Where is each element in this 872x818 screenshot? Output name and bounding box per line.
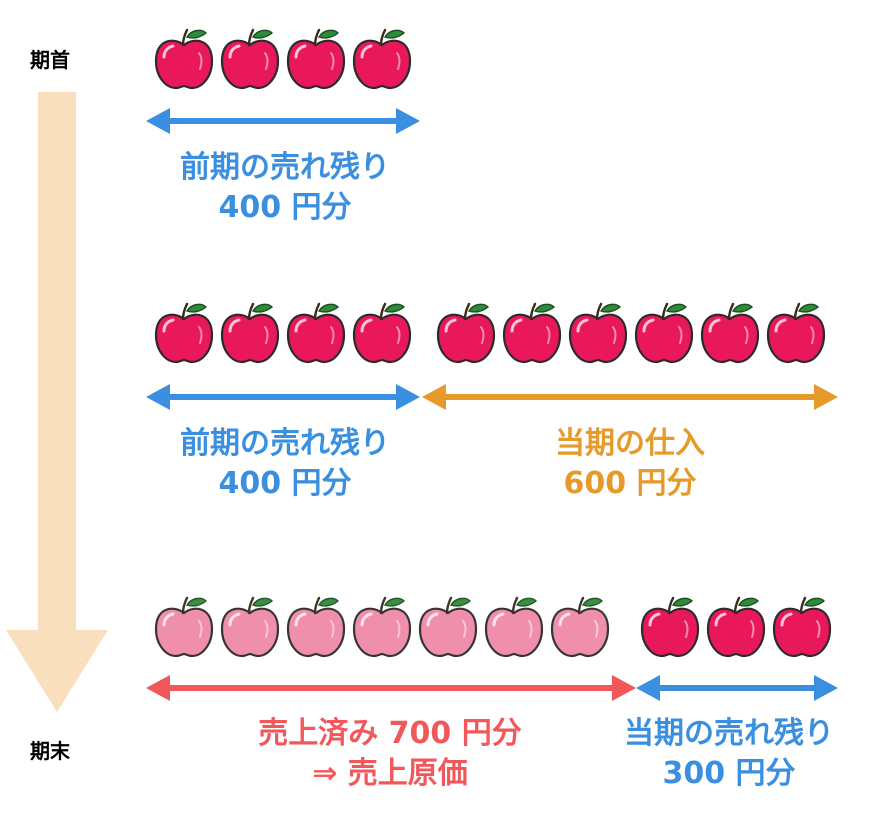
apple-icon (568, 302, 628, 364)
apple-icon (154, 596, 214, 658)
row3-sold-title: 売上済み 700 円分 (258, 716, 522, 751)
apple-icon (220, 28, 280, 90)
row2-prev-stock-amount: 400 円分 (218, 466, 352, 501)
row1-prev-stock-arrow (146, 108, 420, 134)
row1-apples (154, 28, 412, 90)
apple-icon (220, 302, 280, 364)
row3-end-stock-title: 当期の売れ残り (624, 716, 834, 751)
row1-prev-stock-amount: 400 円分 (218, 190, 352, 225)
row3-end-stock-label: 当期の売れ残り 300 円分 (586, 714, 872, 794)
apple-icon (772, 596, 832, 658)
row2-apples (154, 302, 826, 364)
apple-icon (640, 596, 700, 658)
apple-icon (154, 28, 214, 90)
apple-icon (634, 302, 694, 364)
row3-sold-arrow (146, 675, 636, 701)
row2-prev-stock-arrow (146, 384, 420, 410)
row2-purchases-arrow (422, 384, 838, 410)
apple-icon (286, 596, 346, 658)
apple-icon (700, 302, 760, 364)
row2-purchases-label: 当期の仕入 600 円分 (470, 424, 790, 504)
apple-icon (286, 302, 346, 364)
apple-icon (352, 28, 412, 90)
apple-icon (286, 28, 346, 90)
row3-sold-apples (154, 596, 610, 658)
apple-icon (352, 596, 412, 658)
row3-end-stock-amount: 300 円分 (662, 756, 796, 791)
row3-cost-of-sales: ⇒ 売上原価 (312, 756, 468, 791)
row2-purchases-title: 当期の仕入 (555, 426, 705, 461)
apple-icon (418, 596, 478, 658)
row1-prev-stock-title: 前期の売れ残り (180, 150, 390, 185)
apple-icon (436, 302, 496, 364)
row2-prev-stock-title: 前期の売れ残り (180, 426, 390, 461)
row2-prev-stock-label: 前期の売れ残り 400 円分 (130, 424, 440, 504)
timeline-bar (38, 92, 76, 632)
period-end-label: 期末 (30, 739, 70, 763)
row3-sold-label: 売上済み 700 円分 ⇒ 売上原価 (200, 714, 580, 794)
apple-icon (154, 302, 214, 364)
apple-icon (550, 596, 610, 658)
apple-icon (706, 596, 766, 658)
timeline-arrowhead (6, 630, 108, 712)
apple-icon (484, 596, 544, 658)
row3-remaining-apples (640, 596, 832, 658)
apple-icon (502, 302, 562, 364)
period-start-label: 期首 (30, 48, 70, 72)
row3-end-stock-arrow (636, 675, 838, 701)
row1-prev-stock-label: 前期の売れ残り 400 円分 (130, 148, 440, 228)
row2-purchases-amount: 600 円分 (563, 466, 697, 501)
apple-icon (352, 302, 412, 364)
apple-icon (766, 302, 826, 364)
apple-icon (220, 596, 280, 658)
